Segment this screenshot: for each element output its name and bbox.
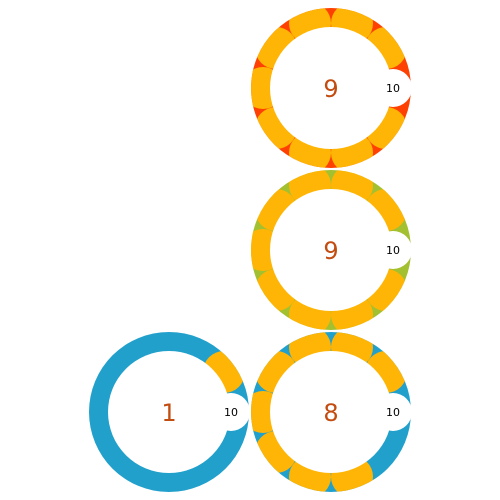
progress-segments <box>251 332 407 492</box>
counter-center <box>270 27 392 149</box>
counter-max: 10 <box>386 406 400 419</box>
max-badge <box>212 393 250 431</box>
counter-left[interactable]: 1 10 <box>89 332 250 492</box>
counter-bottom[interactable]: 8 10 <box>242 326 412 497</box>
counter-value: 1 <box>161 399 176 427</box>
counter-center <box>108 351 230 473</box>
counter-value: 8 <box>323 399 338 427</box>
counter-max: 10 <box>224 406 238 419</box>
counter-value: 9 <box>323 75 338 103</box>
counter-value: 9 <box>323 237 338 265</box>
counter-center <box>270 351 392 473</box>
counter-max: 10 <box>386 244 400 257</box>
max-badge <box>374 393 412 431</box>
counter-top[interactable]: 9 10 <box>242 2 412 173</box>
counter-max: 10 <box>386 82 400 95</box>
counter-center <box>270 189 392 311</box>
max-badge <box>374 69 412 107</box>
counter-middle[interactable]: 9 10 <box>242 164 412 335</box>
max-badge <box>374 231 412 269</box>
